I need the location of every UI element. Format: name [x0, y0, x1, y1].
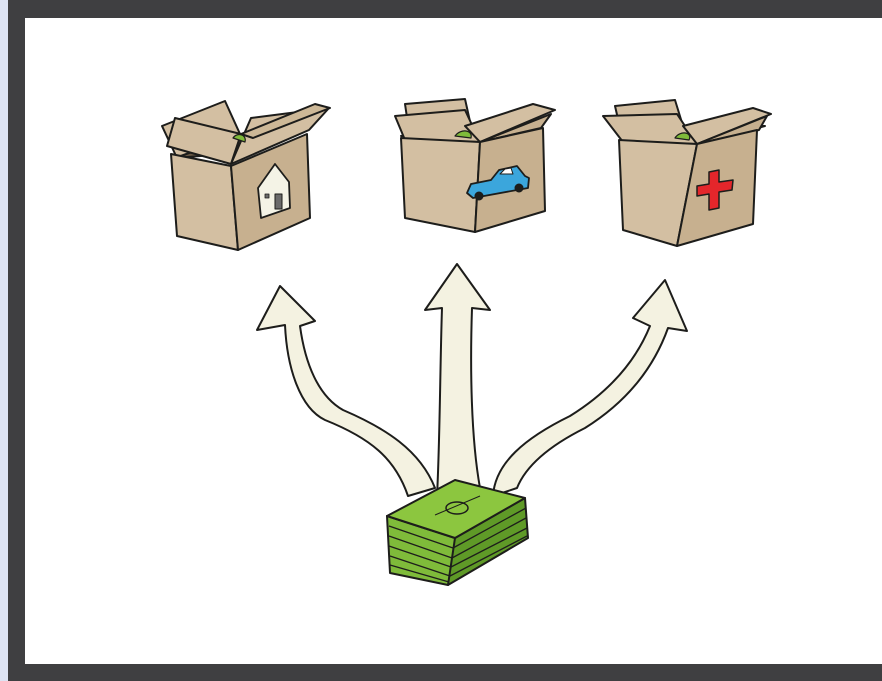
health-box [603, 100, 771, 246]
flow-arrows [257, 264, 687, 496]
money-allocation-diagram [25, 18, 882, 664]
arrow-to-transportation [425, 264, 490, 496]
illustration-canvas [25, 18, 882, 664]
housing-box [162, 101, 330, 250]
transportation-box [395, 99, 555, 232]
outer-frame [8, 0, 882, 681]
arrow-to-health [493, 280, 687, 496]
arrow-to-housing [257, 286, 435, 496]
